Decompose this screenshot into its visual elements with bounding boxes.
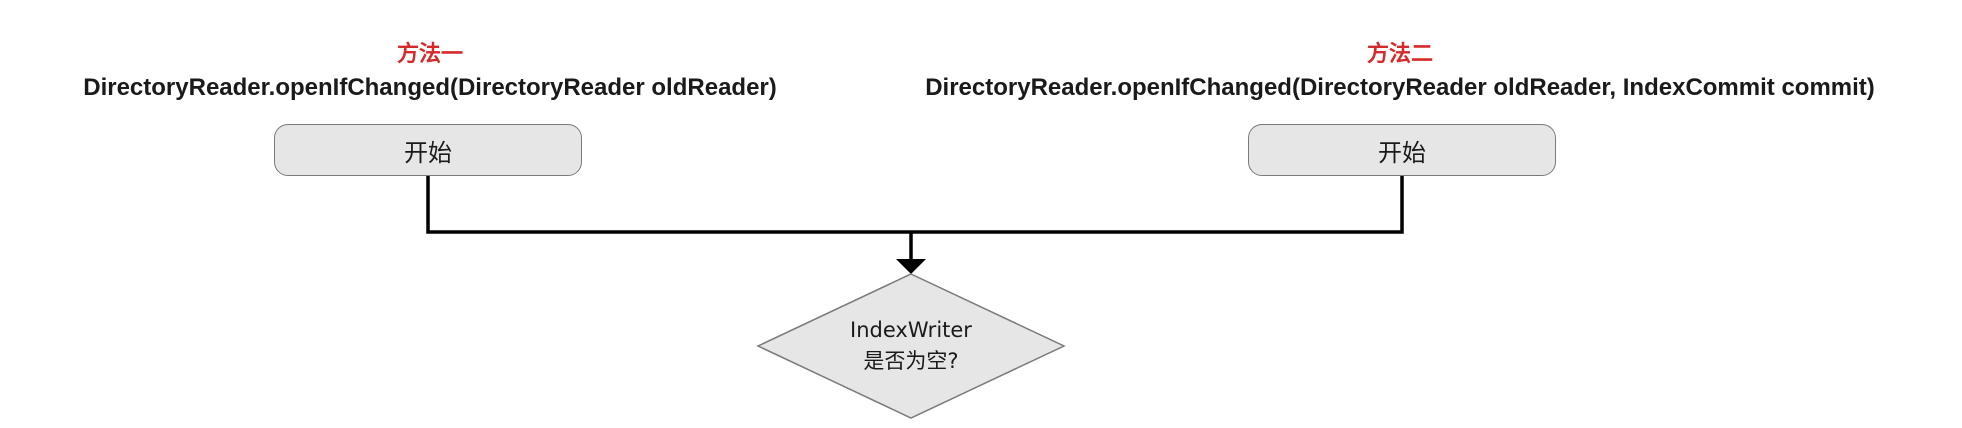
start-node-label: 开始 (1378, 138, 1426, 167)
decision-label-line2: 是否为空? (863, 349, 959, 373)
method-one-start-node: 开始 (274, 124, 582, 176)
decision-label-line1: IndexWriter (850, 318, 972, 342)
decision-diamond (756, 273, 1066, 419)
start-node-label: 开始 (404, 138, 452, 167)
method-two-signature: DirectoryReader.openIfChanged(DirectoryR… (925, 74, 1875, 101)
method-two-title: 方法二 (1366, 42, 1433, 67)
method-one-signature: DirectoryReader.openIfChanged(DirectoryR… (83, 74, 777, 101)
method-two-start-node: 开始 (1248, 124, 1556, 176)
decision-label: IndexWriter 是否为空? (791, 315, 1031, 377)
method-one-title: 方法一 (396, 42, 463, 67)
connector-line (426, 176, 1404, 234)
arrowhead-icon (896, 259, 926, 274)
